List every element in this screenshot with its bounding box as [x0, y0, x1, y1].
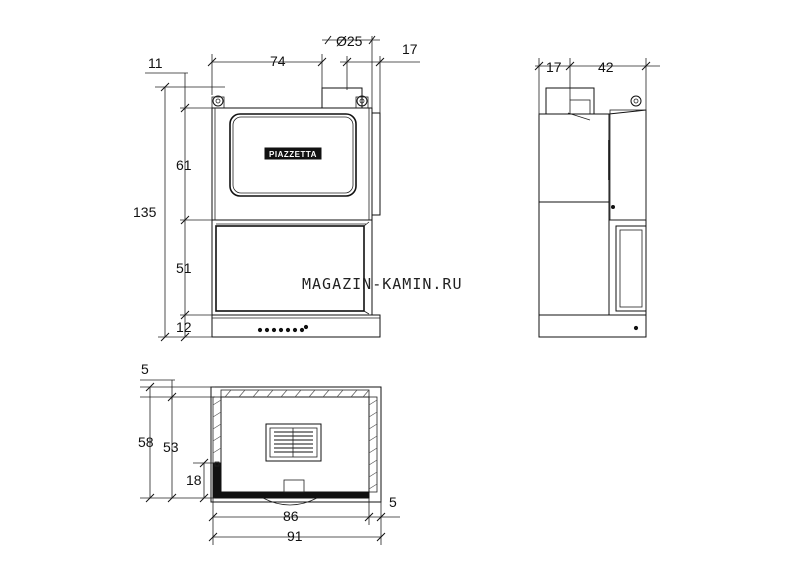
- dim-left-offset: 11: [148, 55, 163, 71]
- dim-upper-height: 61: [176, 157, 192, 173]
- top-dimension-lines: [140, 379, 400, 545]
- dim-total-width: 91: [287, 528, 303, 544]
- top-grille: [265, 423, 322, 462]
- dim-inner-depth: 53: [163, 439, 179, 455]
- firebox-frame: [211, 219, 373, 316]
- top-hatched-walls: [212, 389, 378, 493]
- dim-base-height: 12: [176, 319, 192, 335]
- dim-side-thickness: 5: [389, 494, 397, 510]
- side-glass: [615, 225, 647, 312]
- side-upper-body: [538, 113, 610, 203]
- side-base: [538, 314, 647, 338]
- lifting-ring-left: [211, 95, 225, 109]
- top-view: 5 58 53 18 86 5 91: [138, 361, 400, 545]
- brand-plate-text: PIAZZETTA: [269, 150, 317, 159]
- dim-total-depth: 58: [138, 434, 154, 450]
- dim-total-height: 135: [133, 204, 157, 220]
- firebox-glass: [215, 225, 365, 312]
- watermark: MAGAZIN-KAMIN.RU: [302, 275, 463, 293]
- front-dimension-lines: [145, 35, 420, 342]
- side-view: 17 42: [534, 58, 660, 338]
- side-lifting-ring: [630, 95, 642, 107]
- dim-width: 74: [270, 53, 286, 69]
- dim-flue-offset: 17: [546, 59, 562, 75]
- control-knobs: [257, 324, 309, 333]
- dim-flue-diameter: Ø25: [336, 33, 363, 49]
- top-front-glass: [212, 462, 370, 499]
- dim-depth: 42: [598, 59, 614, 75]
- base-plinth: [211, 314, 381, 338]
- side-lower-body: [538, 201, 610, 316]
- dim-right-offset: 17: [402, 41, 418, 57]
- top-outer-shell: [210, 386, 382, 503]
- dim-firebox-height: 51: [176, 260, 192, 276]
- dim-inner-width: 86: [283, 508, 299, 524]
- upper-body: [211, 107, 373, 221]
- side-dimension-lines: [534, 58, 660, 115]
- side-panel: [371, 112, 381, 216]
- dim-wall-thickness: 5: [141, 361, 149, 377]
- dim-front-depth: 18: [186, 472, 202, 488]
- top-door-arc: [262, 497, 318, 506]
- upper-door: [229, 113, 357, 197]
- brand-plate: PIAZZETTA: [264, 147, 322, 160]
- front-view: PIAZZETTA: [133, 33, 420, 342]
